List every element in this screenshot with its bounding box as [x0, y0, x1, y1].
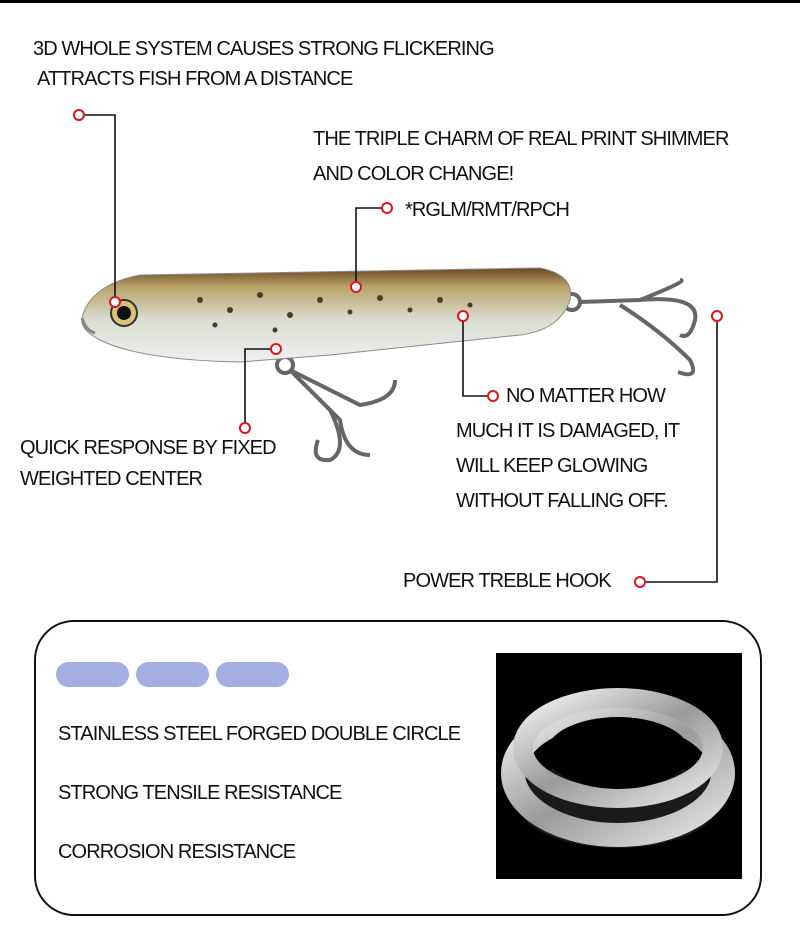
decor-pill [56, 662, 129, 687]
callout-hook: POWER TREBLE HOOK [403, 570, 612, 592]
split-ring-card [34, 620, 762, 916]
rear-treble-hook [562, 278, 698, 377]
callout-glow-line2: MUCH IT IS DAMAGED, IT [456, 420, 680, 442]
top-border [0, 0, 800, 3]
callout-charm-colors: *RGLM/RMT/RPCH [405, 199, 570, 221]
split-ring-photo [496, 653, 742, 879]
ring-feature: STRONG TENSILE RESISTANCE [58, 782, 342, 804]
ring-feature: CORROSION RESISTANCE [58, 841, 296, 863]
decor-pill [136, 662, 209, 687]
callout-flicker-line2: ATTRACTS FISH FROM A DISTANCE [37, 68, 353, 90]
callout-weight-line2: WEIGHTED CENTER [20, 468, 203, 490]
callout-dots [73, 109, 723, 588]
lure-spots [197, 292, 473, 333]
callout-flicker-line1: 3D WHOLE SYSTEM CAUSES STRONG FLICKERING [33, 38, 495, 60]
callout-glow-line4: WITHOUT FALLING OFF. [456, 490, 669, 512]
front-treble-hook [275, 355, 397, 463]
decor-pill [216, 662, 289, 687]
callout-glow-line1: NO MATTER HOW [506, 385, 666, 407]
callout-lines [84, 114, 718, 583]
lure-body [81, 267, 572, 363]
ring-feature: STAINLESS STEEL FORGED DOUBLE CIRCLE [58, 723, 461, 745]
callout-weight-line1: QUICK RESPONSE BY FIXED [20, 437, 277, 459]
callout-charm-line1: THE TRIPLE CHARM OF REAL PRINT SHIMMER [313, 128, 729, 150]
callout-charm-line2: AND COLOR CHANGE! [313, 163, 514, 185]
lure-illustration [73, 109, 723, 588]
callout-glow-line3: WILL KEEP GLOWING [456, 455, 648, 477]
